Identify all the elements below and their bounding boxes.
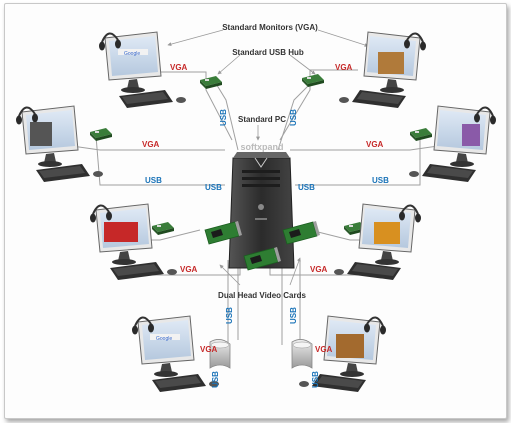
pc-label: Standard PC xyxy=(238,115,286,124)
usb-label: USB xyxy=(289,109,298,126)
vga-label: VGA xyxy=(366,140,384,149)
usb-label: USB xyxy=(311,371,320,388)
usb-label: USB xyxy=(219,109,228,126)
usb-hub-label: Standard USB Hub xyxy=(232,48,304,57)
vga-label: VGA xyxy=(170,63,188,72)
usb-label: USB xyxy=(289,307,298,324)
workstation-bottom-left xyxy=(131,315,220,393)
usb-label: USB xyxy=(205,183,222,192)
brand-logo: softxpand xyxy=(240,142,283,152)
pc-tower xyxy=(228,152,295,269)
vga-label: VGA xyxy=(315,345,333,354)
vga-label: VGA xyxy=(142,140,160,149)
monitors-label: Standard Monitors (VGA) xyxy=(222,23,318,32)
usb-label: USB xyxy=(372,176,389,185)
vga-label: VGA xyxy=(335,63,353,72)
svg-text:Google: Google xyxy=(124,51,140,57)
usb-label: USB xyxy=(225,307,234,324)
vga-label: VGA xyxy=(180,265,198,274)
video-cards-label: Dual Head Video Cards xyxy=(218,291,306,300)
label-arrows xyxy=(167,29,369,286)
usb-extenders xyxy=(209,339,313,369)
usb-label: USB xyxy=(298,183,315,192)
vga-label: VGA xyxy=(310,265,328,274)
usb-label: USB xyxy=(211,371,220,388)
vga-label: VGA xyxy=(200,345,218,354)
svg-text:Google: Google xyxy=(156,336,172,342)
screen-content: Google Google xyxy=(30,49,480,358)
workstation-mid-right xyxy=(408,105,497,183)
usb-label: USB xyxy=(145,176,162,185)
workstation-mid-left xyxy=(15,105,104,183)
